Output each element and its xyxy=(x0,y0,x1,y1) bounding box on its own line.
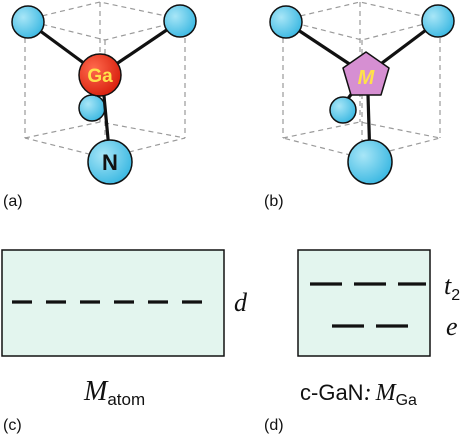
ligand-atom-top-right-a xyxy=(163,4,197,38)
ligand-atom-back-b xyxy=(329,96,357,124)
caption-c: Matom xyxy=(83,376,145,409)
caption-c-sub: atom xyxy=(107,390,145,409)
n-atom-label: N xyxy=(102,150,118,175)
caption-d: c-GaN:MGa xyxy=(300,380,417,409)
d-level-label: d xyxy=(234,288,248,317)
panel-b-label: (b) xyxy=(264,193,284,210)
panel-c: d Matom (c) xyxy=(1,249,248,434)
ga-atom-label: Ga xyxy=(87,66,113,87)
ga-atom xyxy=(78,53,122,97)
energy-box-d xyxy=(297,249,431,357)
caption-c-main: M xyxy=(83,376,109,407)
ligand-atom-top-right-b xyxy=(421,4,455,38)
panel-a-label: (a) xyxy=(3,193,23,210)
ligand-atom-top-left-b xyxy=(269,5,303,39)
ligand-atom-top-left-a xyxy=(11,5,45,39)
panel-d-label: (d) xyxy=(264,417,284,434)
panel-b: M (b) xyxy=(264,1,455,210)
ligand-atom-back-a xyxy=(78,94,106,122)
e-level-label: e xyxy=(446,312,458,341)
caption-d-main: M xyxy=(375,380,398,406)
panel-c-label: (c) xyxy=(3,417,22,434)
caption-d-colon: : xyxy=(364,380,372,406)
panel-a: Ga N (a) xyxy=(3,1,197,210)
t2-level-main: t xyxy=(444,271,452,300)
ligand-atom-bottom-b xyxy=(347,139,393,185)
t2-level-label: t2 xyxy=(444,271,460,304)
caption-d-prefix: c-GaN xyxy=(300,380,364,405)
caption-d-sub: Ga xyxy=(396,392,417,409)
m-atom-pentagon xyxy=(342,51,390,96)
panel-d: t2 e c-GaN:MGa (d) xyxy=(264,249,460,434)
m-atom-label: M xyxy=(358,67,376,89)
t2-level-sub: 2 xyxy=(451,287,460,304)
n-atom xyxy=(87,139,133,185)
